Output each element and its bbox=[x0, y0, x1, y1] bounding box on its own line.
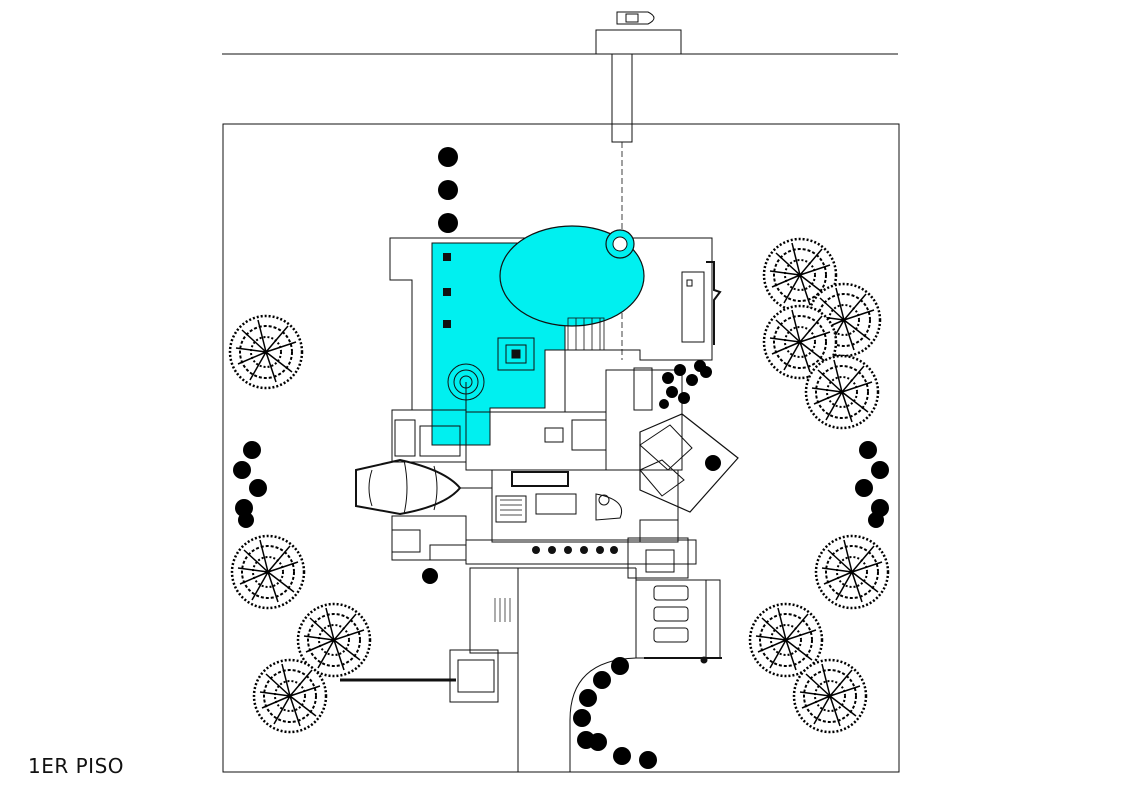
tree-row-left bbox=[233, 441, 267, 528]
car-1 bbox=[653, 585, 689, 601]
tree-large bbox=[804, 354, 880, 430]
car-2 bbox=[653, 606, 689, 622]
shrub-cluster bbox=[422, 360, 721, 584]
garage bbox=[635, 579, 722, 664]
tree-row-right bbox=[855, 441, 889, 528]
fountain bbox=[497, 337, 535, 371]
dock bbox=[595, 29, 682, 143]
car-3 bbox=[653, 627, 689, 643]
floor-label: 1ER PISO bbox=[28, 754, 125, 778]
house bbox=[355, 367, 739, 579]
front-planters bbox=[532, 546, 618, 554]
tree-large bbox=[228, 314, 304, 390]
pool bbox=[431, 225, 645, 446]
driveway bbox=[340, 567, 637, 772]
tree-large bbox=[792, 658, 868, 734]
pergola bbox=[681, 261, 722, 345]
tree-large bbox=[252, 658, 328, 734]
tree-arc-driveway bbox=[573, 657, 657, 769]
tree-row-top bbox=[438, 147, 458, 233]
site-boundary bbox=[222, 123, 900, 773]
tree-large bbox=[230, 534, 306, 610]
pool-steps bbox=[567, 317, 605, 351]
tree-large bbox=[814, 534, 890, 610]
boat-icon bbox=[616, 11, 655, 25]
